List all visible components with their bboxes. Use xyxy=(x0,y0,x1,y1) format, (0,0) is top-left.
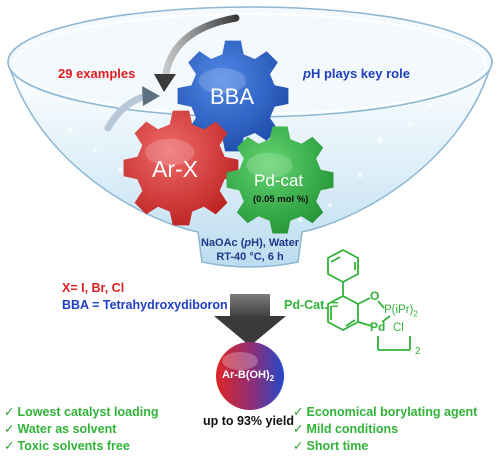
product-circle xyxy=(216,342,284,410)
features-left: ✓Lowest catalyst loading ✓Water as solve… xyxy=(4,404,159,455)
feature-item: ✓Toxic solvents free xyxy=(4,439,130,453)
examples-label: 29 examples xyxy=(58,66,136,81)
gear-pd-shape xyxy=(226,126,334,234)
check-icon: ✓ xyxy=(4,422,15,436)
curved-arrow-left xyxy=(104,92,150,132)
bba-gear-label: BBA xyxy=(210,84,255,109)
feature-item: ✓Mild conditions xyxy=(293,422,399,436)
ph-italic: p xyxy=(303,66,311,81)
reaction-conditions: NaOAc (pH), Water RT-40 °C, 6 h xyxy=(200,236,300,264)
conditions-line-1: NaOAc (pH), Water xyxy=(200,237,299,249)
conditions-line-2: RT-40 °C, 6 h xyxy=(216,251,284,263)
pd-cat-structure xyxy=(327,248,411,351)
check-icon: ✓ xyxy=(4,405,15,419)
gear-arx-shape xyxy=(123,110,239,226)
structure-p: P(iPr)2 xyxy=(384,304,418,319)
arx-gear-label: Ar-X xyxy=(152,156,198,182)
feature-item: ✓Economical borylating agent xyxy=(293,405,478,419)
gear-arx-highlight xyxy=(145,138,195,166)
arx-gear xyxy=(123,110,239,226)
ph-text: H plays key role xyxy=(310,66,410,81)
pd-cat-loading: (0.05 mol %) xyxy=(253,194,309,205)
pd-cat-definition: Pd-Cat. = xyxy=(284,298,339,312)
features-right: ✓Economical borylating agent ✓Mild condi… xyxy=(293,404,477,455)
structure-dimer-sub: 2 xyxy=(415,346,421,357)
check-icon: ✓ xyxy=(293,422,304,436)
yield-label: up to 93% yield xyxy=(203,414,294,428)
structure-cl: Cl xyxy=(393,322,404,334)
check-icon: ✓ xyxy=(293,439,304,453)
feature-item: ✓Short time xyxy=(293,439,369,453)
curved-arrow-top xyxy=(161,14,240,84)
x-definition: X= I, Br, Cl xyxy=(62,281,125,295)
bba-gear xyxy=(177,40,289,152)
check-icon: ✓ xyxy=(4,439,15,453)
down-arrow xyxy=(214,294,286,346)
pd-cat-gear xyxy=(226,126,334,234)
gear-bba-highlight xyxy=(198,68,246,94)
structure-o: O xyxy=(370,289,380,303)
bba-definition: BBA = Tetrahydroxydiboron xyxy=(62,298,228,312)
product-label: Ar-B(OH)2 xyxy=(222,369,275,384)
gear-pd-highlight xyxy=(246,152,293,178)
structure-pd: Pd xyxy=(370,320,386,334)
check-icon: ✓ xyxy=(293,405,304,419)
feature-item: ✓Water as solvent xyxy=(4,422,117,436)
pd-cat-gear-label: Pd-cat xyxy=(254,171,304,190)
ph-role-label: pH plays key role xyxy=(303,66,410,81)
gear-bba-shape xyxy=(177,40,289,152)
feature-item: ✓Lowest catalyst loading xyxy=(4,405,159,419)
